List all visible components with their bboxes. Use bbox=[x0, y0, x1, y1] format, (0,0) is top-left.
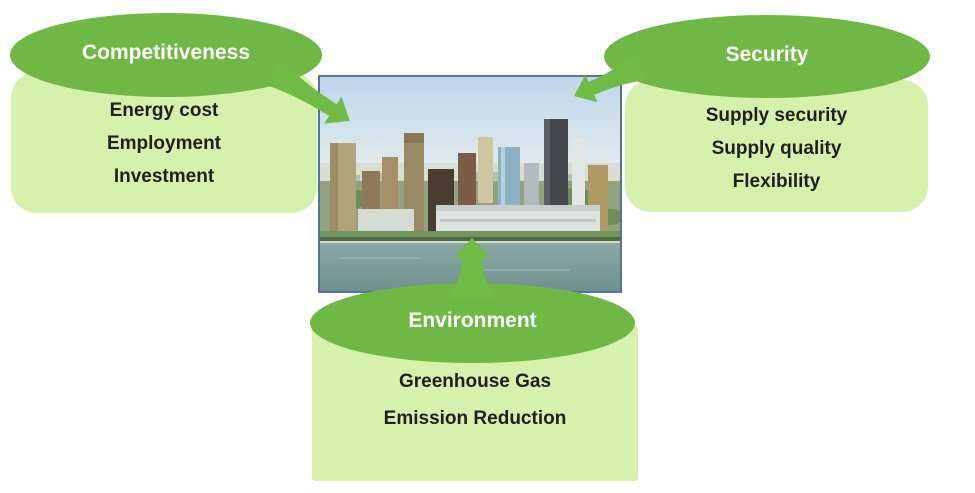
security-item-flexibility: Flexibility bbox=[732, 171, 821, 192]
environment-header: Environment bbox=[310, 283, 635, 363]
security-items: Supply security Supply quality Flexibili… bbox=[625, 99, 928, 198]
competitiveness-header: Competitiveness bbox=[10, 13, 322, 97]
environment-item-emission-reduction: Emission Reduction bbox=[383, 408, 567, 429]
security-item-supply-security: Supply security bbox=[705, 105, 848, 126]
environment-item-greenhouse-gas: Greenhouse Gas bbox=[398, 371, 552, 392]
competitiveness-items: Energy cost Employment Investment bbox=[11, 94, 317, 193]
waterfront bbox=[320, 205, 620, 243]
security-panel: Supply security Supply quality Flexibili… bbox=[625, 80, 928, 212]
competitiveness-item-investment: Investment bbox=[113, 166, 215, 187]
competitiveness-item-employment: Employment bbox=[106, 133, 222, 154]
environment-items: Greenhouse Gas Emission Reduction bbox=[312, 363, 638, 437]
security-item-supply-quality: Supply quality bbox=[711, 138, 842, 159]
environment-title: Environment bbox=[408, 309, 537, 332]
security-title: Security bbox=[725, 42, 809, 66]
security-header: Security bbox=[604, 15, 930, 98]
competitiveness-title: Competitiveness bbox=[81, 41, 251, 64]
competitiveness-item-energy-cost: Energy cost bbox=[109, 100, 219, 121]
city-photo bbox=[318, 75, 622, 293]
city-photo-art bbox=[320, 77, 620, 291]
